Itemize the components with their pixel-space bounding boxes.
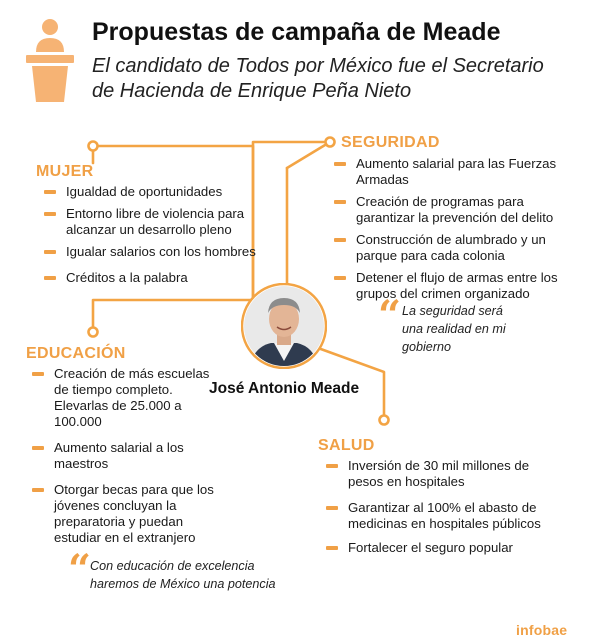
quote-educacion: Con educación de excelencia haremos de M…: [90, 559, 276, 591]
mujer-list: Igualdad de oportunidades Entorno libre …: [40, 184, 280, 292]
node-mujer: [87, 140, 99, 152]
line-seguridad: [251, 140, 332, 302]
bullet-dash: [44, 190, 56, 194]
candidate-name: José Antonio Meade: [209, 380, 360, 397]
line-educacion: [91, 298, 255, 334]
bullet-dash: [334, 200, 346, 204]
bullet-dash: [32, 488, 44, 492]
page-title: Propuestas de campaña de Meade: [92, 18, 501, 46]
bullet-dash: [326, 546, 338, 550]
list-item: Créditos a la palabra: [40, 270, 280, 286]
list-item: Inversión de 30 mil millones de pesos en…: [322, 458, 554, 490]
page-subtitle: El candidato de Todos por México fue el …: [92, 54, 572, 104]
quote-mark-icon: “: [68, 546, 92, 593]
infobae-logo: infobae: [516, 622, 568, 638]
section-title-educacion: EDUCACIÓN: [26, 345, 126, 362]
bullet-dash: [326, 506, 338, 510]
bullet-dash: [44, 212, 56, 216]
list-item: Detener el flujo de armas entre los grup…: [330, 270, 570, 302]
bullet-dash: [44, 276, 56, 280]
node-salud: [378, 414, 390, 426]
line-seguridad-diag: [285, 140, 332, 170]
list-item: Creación de programas para garantizar la…: [330, 194, 570, 226]
bullet-dash: [334, 238, 346, 242]
section-title-seguridad: SEGURIDAD: [341, 134, 440, 151]
candidate-photo: [241, 283, 327, 369]
list-item: Fortalecer el seguro popular: [322, 540, 554, 556]
list-item: Entorno libre de violencia para alcanzar…: [40, 206, 280, 238]
bullet-dash: [334, 162, 346, 166]
bullet-dash: [334, 276, 346, 280]
node-seguridad: [324, 136, 336, 148]
list-item: Creación de más escuelas de tiempo compl…: [28, 366, 224, 430]
list-item: Aumento salarial a los maestros: [28, 440, 224, 472]
quote-mark-icon: “: [378, 292, 402, 339]
seguridad-list: Aumento salarial para las Fuerzas Armada…: [330, 156, 570, 308]
list-item: Garantizar al 100% el abasto de medicina…: [322, 500, 554, 532]
list-item: Igualar salarios con los hombres: [40, 244, 280, 260]
quote-seguridad: La seguridad será una realidad en mi gob…: [402, 304, 506, 354]
educacion-list: Creación de más escuelas de tiempo compl…: [28, 366, 224, 552]
list-item: Igualdad de oportunidades: [40, 184, 280, 200]
salud-list: Inversión de 30 mil millones de pesos en…: [322, 458, 554, 562]
node-educacion: [87, 326, 99, 338]
section-title-salud: SALUD: [318, 437, 375, 454]
bullet-dash: [32, 446, 44, 450]
bullet-dash: [32, 372, 44, 376]
bullet-dash: [326, 464, 338, 468]
subtitle-line-2: de Hacienda de Enrique Peña Nieto: [92, 80, 412, 102]
list-item: Construcción de alumbrado y un parque pa…: [330, 232, 570, 264]
list-item: Otorgar becas para que los jóvenes concl…: [28, 482, 224, 546]
section-title-mujer: MUJER: [36, 163, 94, 180]
line-salud: [316, 346, 386, 422]
bullet-dash: [44, 250, 56, 254]
list-item: Aumento salarial para las Fuerzas Armada…: [330, 156, 570, 188]
podium-speaker-icon: [26, 19, 74, 102]
subtitle-line-1: El candidato de Todos por México fue el …: [92, 55, 544, 77]
